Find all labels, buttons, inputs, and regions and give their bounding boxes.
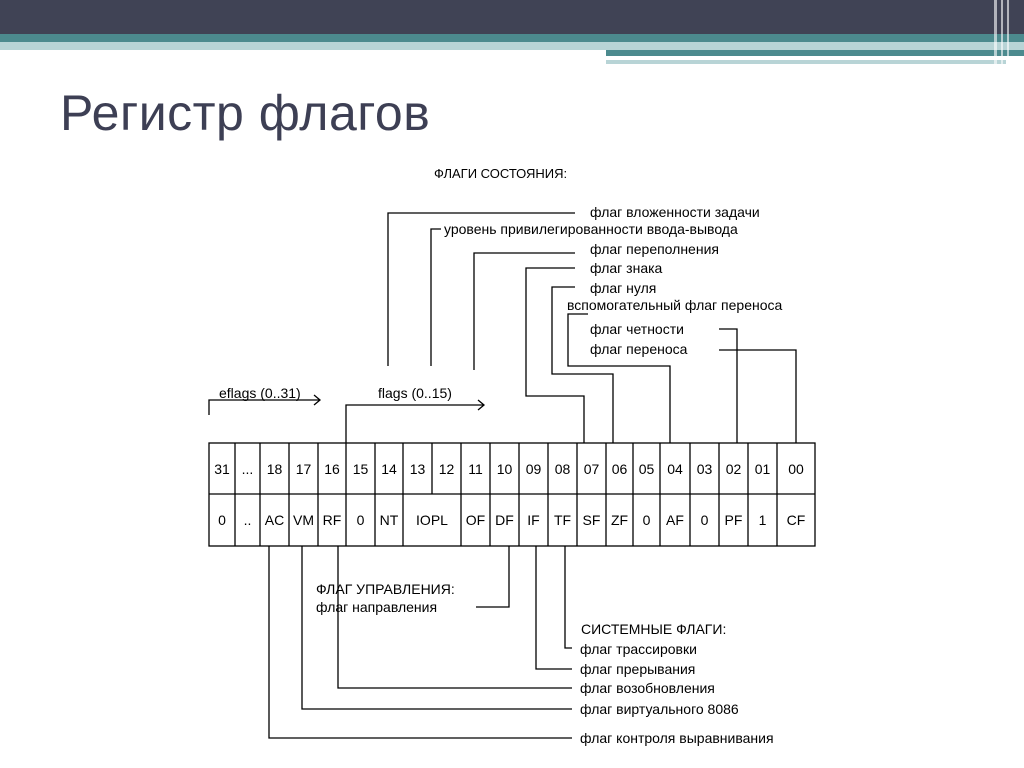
bit-number-cell: 31 — [214, 461, 230, 477]
label-virtual-8086: флаг виртуального 8086 — [580, 701, 739, 717]
connector-nt — [387, 212, 575, 366]
bit-value-cell: RF — [323, 512, 342, 528]
bit-number-row: 31... 18 17 16 15 14 13 12 11 10 09 08 07 06 05 04 03 02 0… — [214, 461, 804, 477]
header-stripe — [1001, 0, 1003, 68]
bit-value-cell: IF — [527, 512, 539, 528]
bit-number-cell: 09 — [526, 461, 542, 477]
connector-cf — [719, 349, 797, 443]
connector-ac — [268, 546, 572, 739]
bit-value-cell: .. — [244, 512, 252, 528]
flags-range-label: flags (0..15) — [378, 385, 452, 401]
bit-value-cell: VM — [293, 512, 314, 528]
control-flags-header: ФЛАГ УПРАВЛЕНИЯ: — [316, 581, 455, 597]
bit-value-cell: CF — [787, 512, 806, 528]
bit-value-row: 0.. AC VM RF 0 NT IOPL OF DF IF TF SF ZF 0 AF 0 PF 1 CF — [218, 512, 805, 528]
bit-number-cell: 06 — [612, 461, 628, 477]
connector-if — [535, 546, 572, 670]
connector-zf — [551, 286, 614, 443]
connector-af — [567, 313, 671, 443]
bit-number-cell: 04 — [667, 461, 683, 477]
connector-vm — [301, 546, 572, 710]
header-dark-band — [0, 0, 1024, 34]
label-resume: флаг возобновления — [580, 680, 715, 696]
connector-pf — [719, 328, 738, 443]
label-aux-carry: вспомогательный флаг переноса — [567, 297, 782, 313]
bit-number-cell: 12 — [439, 461, 455, 477]
bit-value-cell: 0 — [701, 512, 709, 528]
bit-number-cell: 01 — [755, 461, 771, 477]
header-stripe — [1007, 0, 1009, 68]
status-flags-header: ФЛАГИ СОСТОЯНИЯ: — [434, 166, 567, 181]
label-iopl: уровень привилегированности ввода-вывода — [444, 221, 738, 237]
flags-range-line — [345, 404, 484, 443]
label-zero: флаг нуля — [590, 280, 656, 296]
header-accent-right-light — [606, 60, 1006, 64]
connector-iopl — [430, 228, 441, 366]
label-interrupt: флаг прерывания — [580, 661, 695, 677]
label-sign: флаг знака — [590, 260, 663, 276]
bit-value-cell: AF — [666, 512, 684, 528]
connector-sf — [525, 267, 585, 443]
label-trace: флаг трассировки — [580, 641, 697, 657]
eflags-range-label: eflags (0..31) — [219, 385, 301, 401]
label-nested-task: флаг вложенности задачи — [590, 204, 760, 220]
bit-number-cell: 11 — [468, 461, 483, 477]
header-teal-band — [0, 34, 1024, 42]
header-light-band — [0, 42, 1024, 50]
system-flags-header: СИСТЕМНЫЕ ФЛАГИ: — [581, 621, 726, 637]
bit-value-cell: DF — [495, 512, 514, 528]
bit-value-cell: OF — [466, 512, 485, 528]
bit-number-cell: 16 — [324, 461, 340, 477]
label-parity: флаг четности — [590, 321, 684, 337]
bit-value-cell: TF — [554, 512, 571, 528]
bit-value-cell: ZF — [611, 512, 628, 528]
bit-number-cell: 14 — [381, 461, 397, 477]
bit-number-cell: ... — [242, 461, 254, 477]
connector-rf — [337, 546, 572, 689]
connector-tf — [564, 546, 572, 649]
bit-number-cell: 13 — [410, 461, 426, 477]
eflags-range-arrowhead — [313, 394, 322, 406]
connector-lines — [208, 212, 797, 739]
eflags-range-line — [208, 399, 320, 415]
label-overflow: флаг переполнения — [590, 241, 719, 257]
slide-header-bar — [0, 0, 1024, 68]
bit-number-cell: 03 — [697, 461, 713, 477]
connector-df — [476, 546, 510, 608]
bit-value-cell: 1 — [759, 512, 767, 528]
bit-value-cell: 0 — [643, 512, 651, 528]
header-stripe — [994, 0, 997, 68]
bit-number-cell: 05 — [639, 461, 655, 477]
bit-number-cell: 10 — [497, 461, 513, 477]
bit-value-cell: NT — [380, 512, 399, 528]
bit-value-cell: IOPL — [416, 512, 448, 528]
slide-title: Регистр флагов — [60, 85, 431, 141]
bit-number-cell: 17 — [296, 461, 312, 477]
header-accent-right — [606, 50, 1024, 56]
bit-number-cell: 15 — [353, 461, 369, 477]
bit-number-cell: 18 — [267, 461, 283, 477]
register-cell-dividers — [234, 443, 778, 546]
label-direction: флаг направления — [316, 599, 437, 615]
bit-number-cell: 07 — [584, 461, 600, 477]
bit-value-cell: AC — [265, 512, 284, 528]
bit-value-cell: SF — [583, 512, 601, 528]
bit-number-cell: 00 — [788, 461, 804, 477]
flags-range-arrowhead — [477, 399, 486, 411]
bit-value-cell: 0 — [357, 512, 365, 528]
bit-value-cell: 0 — [218, 512, 226, 528]
connector-of — [473, 252, 575, 370]
label-alignment-check: флаг контроля выравнивания — [580, 730, 774, 746]
bit-number-cell: 02 — [726, 461, 742, 477]
label-carry: флаг переноса — [590, 341, 688, 357]
bit-value-cell: PF — [725, 512, 743, 528]
bit-number-cell: 08 — [555, 461, 571, 477]
